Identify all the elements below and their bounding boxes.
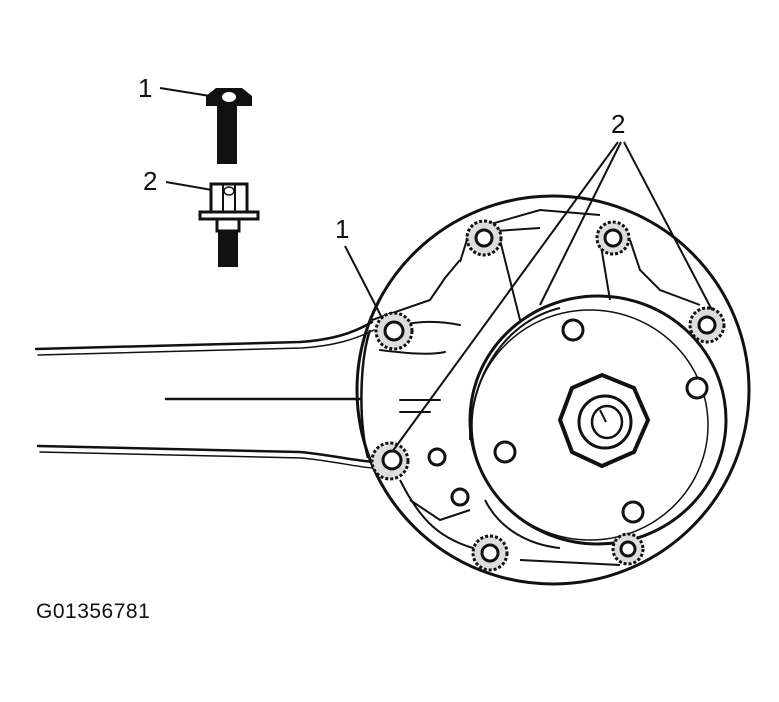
stud-hole <box>685 376 709 400</box>
flange-bolt-icon <box>374 311 414 351</box>
legend-bolt-group: 1 <box>138 73 252 164</box>
legend-nut-label: 2 <box>143 166 157 196</box>
stud-hole <box>493 440 517 464</box>
flange-nut-icon <box>595 220 631 256</box>
flange-nut-icon <box>688 306 726 344</box>
hub-bolt-callout: 1 <box>335 214 383 319</box>
flange-nut-icon <box>198 182 260 267</box>
flange-bolt-icon <box>370 441 410 481</box>
flange-nut-icon <box>465 219 503 257</box>
legend-bolt-leader <box>159 87 211 97</box>
hub-nuts-label: 2 <box>611 109 625 139</box>
hub-nuts-leader <box>539 141 622 306</box>
flange-nut-icon <box>471 534 509 572</box>
stud-hole <box>427 447 447 467</box>
hub-center-nut <box>557 372 651 469</box>
legend-bolt-label: 1 <box>138 73 152 103</box>
stud-hole <box>621 500 645 524</box>
flange-nut-icon <box>611 532 645 566</box>
hub-nuts-callout: 2 <box>391 109 713 453</box>
figure-id: G01356781 <box>36 600 151 623</box>
legend-nut-leader <box>165 181 213 191</box>
hub-nuts-leader <box>623 141 713 311</box>
flange-bolt-icon <box>206 88 252 164</box>
hub-nuts-leader <box>391 141 619 453</box>
stud-hole <box>450 487 470 507</box>
backing-plate-fasteners <box>370 219 726 572</box>
legend-nut-group: 2 <box>143 166 260 267</box>
axle-housing-tube <box>34 320 461 469</box>
hub-bolt-leader <box>344 245 383 319</box>
hub-bolt-label: 1 <box>335 214 349 244</box>
wheel-stud-holes <box>427 318 709 524</box>
axle-flange <box>468 294 728 549</box>
stud-hole <box>561 318 585 342</box>
